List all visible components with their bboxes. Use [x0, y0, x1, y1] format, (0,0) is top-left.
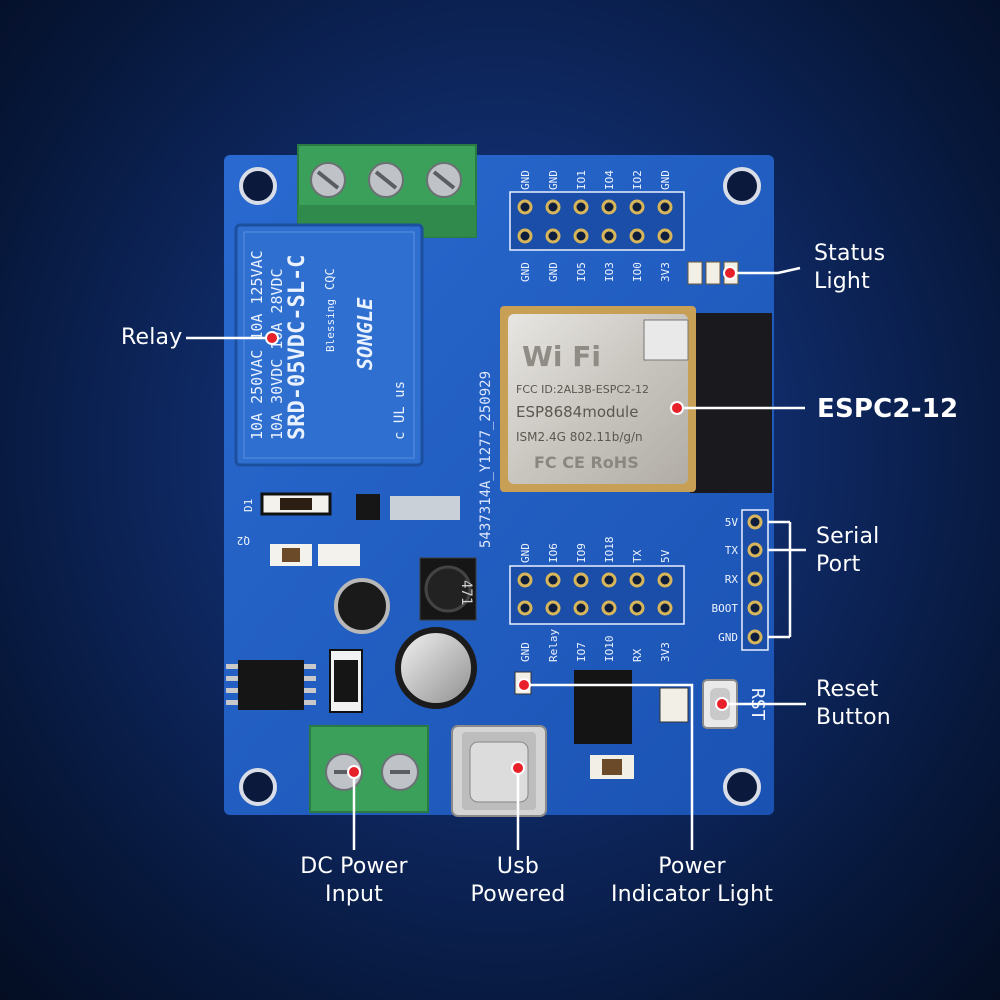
- serial-header: [741, 509, 769, 651]
- callout-usb-powered: Usb Powered: [470, 854, 566, 907]
- callout-power-indicator: Power Indicator Light: [610, 854, 774, 907]
- svg-text:GND: GND: [519, 262, 532, 282]
- svg-text:IO4: IO4: [603, 170, 616, 190]
- callout-status-light: Status Light: [814, 241, 886, 294]
- smd-parts: [226, 492, 689, 779]
- relay-model: SRD-05VDC-SL-C: [285, 255, 310, 440]
- svg-text:IO18: IO18: [603, 537, 616, 564]
- callout-lines: [186, 266, 806, 850]
- svg-text:FCC ID:2AL3B-ESPC2-12: FCC ID:2AL3B-ESPC2-12: [516, 383, 649, 396]
- svg-text:IO3: IO3: [603, 262, 616, 282]
- mid-header-labels-bottom: GND Relay IO7 IO10 RX 3V3: [519, 629, 672, 662]
- svg-text:TX: TX: [725, 544, 739, 557]
- svg-text:TX: TX: [631, 549, 644, 563]
- relay-component: [234, 223, 424, 467]
- svg-text:GND: GND: [519, 642, 532, 662]
- svg-text:IO6: IO6: [547, 543, 560, 563]
- module-markings: Wi Fi FCC ID:2AL3B-ESPC2-12 ESP8684modul…: [516, 340, 649, 472]
- relay-sub: Blessing: [324, 299, 337, 352]
- callout-espc: ESPC2-12: [817, 394, 959, 424]
- relay-rating-1: 10A 250VAC 10A 125VAC: [248, 250, 266, 440]
- relay-terminal: [297, 144, 477, 238]
- svg-text:GND: GND: [519, 543, 532, 563]
- svg-text:Relay: Relay: [547, 629, 560, 662]
- svg-text:IO2: IO2: [631, 170, 644, 190]
- svg-text:IO5: IO5: [575, 262, 588, 282]
- mid-header-labels-top: GND IO6 IO9 IO18 TX 5V: [519, 537, 672, 564]
- callout-serial-port: Serial Port: [816, 524, 880, 577]
- svg-text:FC CE RoHS: FC CE RoHS: [534, 453, 639, 472]
- svg-text:GND: GND: [547, 262, 560, 282]
- svg-text:Q2: Q2: [237, 534, 250, 547]
- svg-text:GND: GND: [659, 170, 672, 190]
- esp-module: [500, 306, 772, 493]
- svg-text:ISM2.4G 802.11b/g/n: ISM2.4G 802.11b/g/n: [516, 430, 643, 444]
- svg-text:GND: GND: [547, 170, 560, 190]
- svg-text:GND: GND: [718, 631, 738, 644]
- relay-brand: SONGLE: [353, 297, 377, 370]
- top-header: [509, 191, 685, 251]
- callout-reset-button: Reset Button: [816, 677, 891, 730]
- serial-pin-labels: 5V TX RX BOOT GND: [712, 516, 739, 644]
- relay-markings: 10A 250VAC 10A 125VAC 10A 30VDC 10A 28VD…: [248, 250, 408, 440]
- svg-text:BOOT: BOOT: [712, 602, 739, 615]
- svg-text:D1: D1: [242, 499, 255, 512]
- svg-text:IO0: IO0: [631, 262, 644, 282]
- svg-text:5V: 5V: [725, 516, 739, 529]
- svg-text:3V3: 3V3: [659, 642, 672, 662]
- svg-text:IO7: IO7: [575, 642, 588, 662]
- board-serial: 5437314A_Y1277_250929: [478, 371, 494, 548]
- relay-cqc: CQC: [323, 268, 337, 290]
- callout-relay: Relay: [121, 325, 183, 350]
- svg-text:ESP8684module: ESP8684module: [516, 403, 638, 421]
- usb-c-port: [451, 725, 547, 817]
- callout-dc-power: DC Power Input: [300, 854, 408, 907]
- callout-dots: [265, 266, 737, 779]
- svg-text:GND: GND: [519, 170, 532, 190]
- mounting-holes: [239, 167, 761, 806]
- relay-ul: c UL us: [392, 381, 408, 440]
- top-header-labels-bottom: GND GND IO5 IO3 IO0 3V3: [519, 262, 672, 282]
- svg-text:RX: RX: [631, 648, 644, 662]
- top-header-labels-top: GND GND IO1 IO4 IO2 GND: [519, 170, 672, 190]
- middle-header: [509, 565, 685, 625]
- wifi-logo: Wi Fi: [522, 340, 601, 373]
- svg-text:IO10: IO10: [603, 636, 616, 663]
- svg-text:IO1: IO1: [575, 170, 588, 190]
- relay-rating-2: 10A 30VDC 10A 28VDC: [268, 268, 286, 440]
- svg-text:5V: 5V: [659, 549, 672, 563]
- svg-text:IO9: IO9: [575, 543, 588, 563]
- svg-text:3V3: 3V3: [659, 262, 672, 282]
- svg-text:471: 471: [458, 580, 474, 605]
- svg-text:RX: RX: [725, 573, 739, 586]
- silk-labels: D1 Q2 471: [237, 499, 474, 606]
- dc-terminal: [309, 725, 429, 813]
